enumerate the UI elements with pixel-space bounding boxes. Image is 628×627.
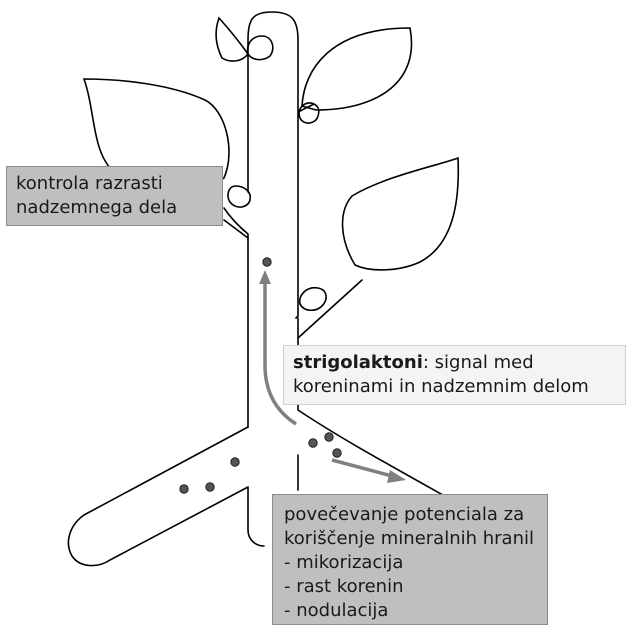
- leaf-right: [343, 158, 459, 270]
- root-effects-label: povečevanje potenciala za koriščenje min…: [272, 494, 548, 625]
- root-effects-line-3: - mikorizacija: [284, 551, 547, 575]
- dot: [333, 449, 341, 457]
- bud-right: [300, 288, 326, 311]
- dot: [263, 258, 271, 266]
- root-effects-line-4: - rast korenin: [284, 575, 547, 599]
- signal-line-1: strigolaktoni: signal med: [293, 351, 625, 375]
- arrow-up-head: [259, 270, 271, 284]
- leaves: [84, 18, 458, 270]
- dot: [206, 483, 214, 491]
- root-effects-line-5: - nodulacija: [284, 599, 547, 623]
- root-effects-line-2: koriščenje mineralnih hranil: [284, 527, 547, 551]
- arrow-right: [332, 460, 392, 476]
- shoot-control-label: kontrola razrasti nadzemnega dela: [6, 166, 223, 226]
- strigolactone-signal-label: strigolaktoni: signal med koreninami in …: [283, 345, 626, 405]
- signal-term: strigolaktoni: [293, 352, 423, 373]
- root-effects-line-1: povečevanje potenciala za: [284, 503, 547, 527]
- leaf-top-right: [302, 28, 412, 110]
- bud-left: [228, 186, 250, 207]
- shoot-control-line-2: nadzemnega dela: [16, 196, 222, 220]
- dot: [231, 458, 239, 466]
- root-left-branch: [68, 427, 264, 566]
- shoot-control-line-1: kontrola razrasti: [16, 172, 222, 196]
- signal-text: : signal med: [423, 352, 534, 373]
- leaf-top-left: [216, 18, 248, 61]
- dot: [180, 485, 188, 493]
- signal-line-2: koreninami in nadzemnim delom: [293, 375, 625, 399]
- dot: [325, 433, 333, 441]
- bud-top: [248, 36, 273, 60]
- dot: [309, 439, 317, 447]
